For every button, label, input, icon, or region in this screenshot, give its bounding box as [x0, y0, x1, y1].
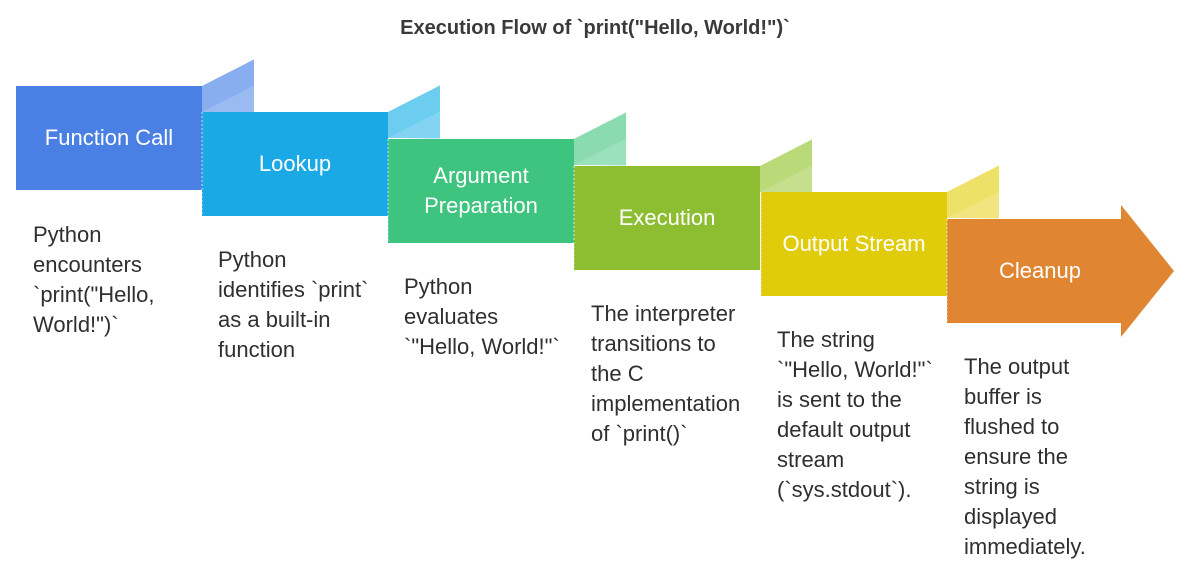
step-label-2: Lookup — [258, 151, 332, 176]
step-block-3 — [388, 139, 574, 243]
step-fold-shade-2 — [388, 85, 440, 139]
step-description-6: The output buffer is flushed to ensure t… — [964, 354, 1086, 559]
step-block-4 — [574, 166, 760, 270]
step-label-3: Argument Preparation — [424, 163, 538, 218]
step-block-2 — [202, 112, 388, 216]
step-description-2: Python identifies `print` as a built-in … — [218, 247, 369, 362]
step-description-5: The string `"Hello, World!"` is sent to … — [777, 327, 933, 502]
step-fold-shade-1 — [202, 59, 254, 113]
step-fold-shade-5 — [947, 165, 999, 219]
step-block-6 — [947, 205, 1174, 337]
step-block-5 — [761, 192, 947, 296]
diagram-title: Execution Flow of `print("Hello, World!"… — [400, 17, 790, 39]
step-block-1 — [16, 86, 202, 190]
step-description-3: Python evaluates `"Hello, World!"` — [404, 274, 560, 359]
step-description-4: The interpreter transitions to the C imp… — [591, 301, 741, 446]
step-fold-shade-3 — [574, 112, 626, 166]
step-label-5: Output Stream — [782, 231, 926, 256]
step-description-1: Python encounters `print("Hello, World!"… — [33, 222, 155, 337]
step-label-1: Function Call — [44, 125, 174, 150]
step-label-6: Cleanup — [999, 258, 1081, 283]
step-label-4: Execution — [618, 205, 716, 230]
step-fold-shade-4 — [760, 139, 812, 193]
